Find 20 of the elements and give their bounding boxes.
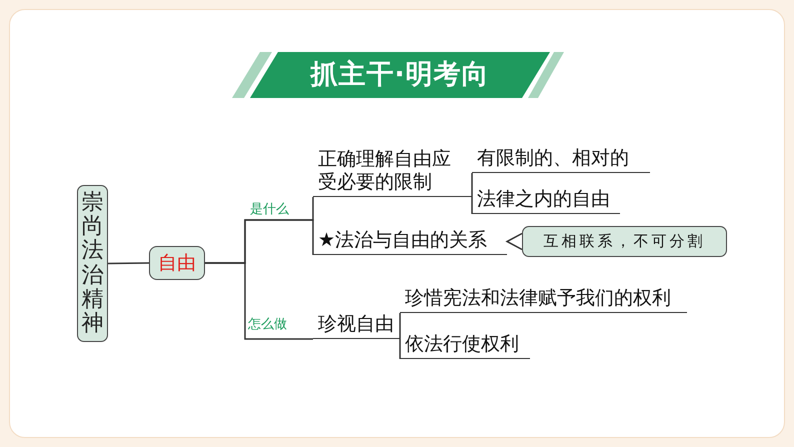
branch-text: 正确理解自由应受必要的限制: [313, 148, 472, 197]
branch-box: 自由: [149, 246, 205, 280]
branch-text: 法律之内的自由: [472, 188, 620, 214]
connector-line: [108, 262, 150, 264]
connector-line: [399, 313, 401, 339]
topic-box: 崇尚法治精神: [77, 185, 108, 342]
edge-label: 是什么: [250, 202, 289, 218]
connector-line: [205, 262, 313, 340]
edge-label: 怎么做: [248, 317, 287, 333]
branch-text: 珍视自由: [313, 313, 400, 339]
connector-line: [399, 339, 401, 359]
branch-text: 依法行使权利: [400, 333, 530, 359]
callout-box: 互相联系，不可分割: [522, 226, 727, 257]
branch-text: ★法治与自由的关系: [313, 228, 507, 255]
branch-text: 有限制的、相对的: [472, 146, 650, 173]
title: 抓主干·明考向: [310, 58, 490, 92]
connector-line: [471, 173, 473, 197]
branch-text: 珍惜宪法和法律赋予我们的权利: [400, 287, 687, 313]
connector-line: [471, 197, 473, 214]
callout-pointer: [505, 232, 522, 250]
